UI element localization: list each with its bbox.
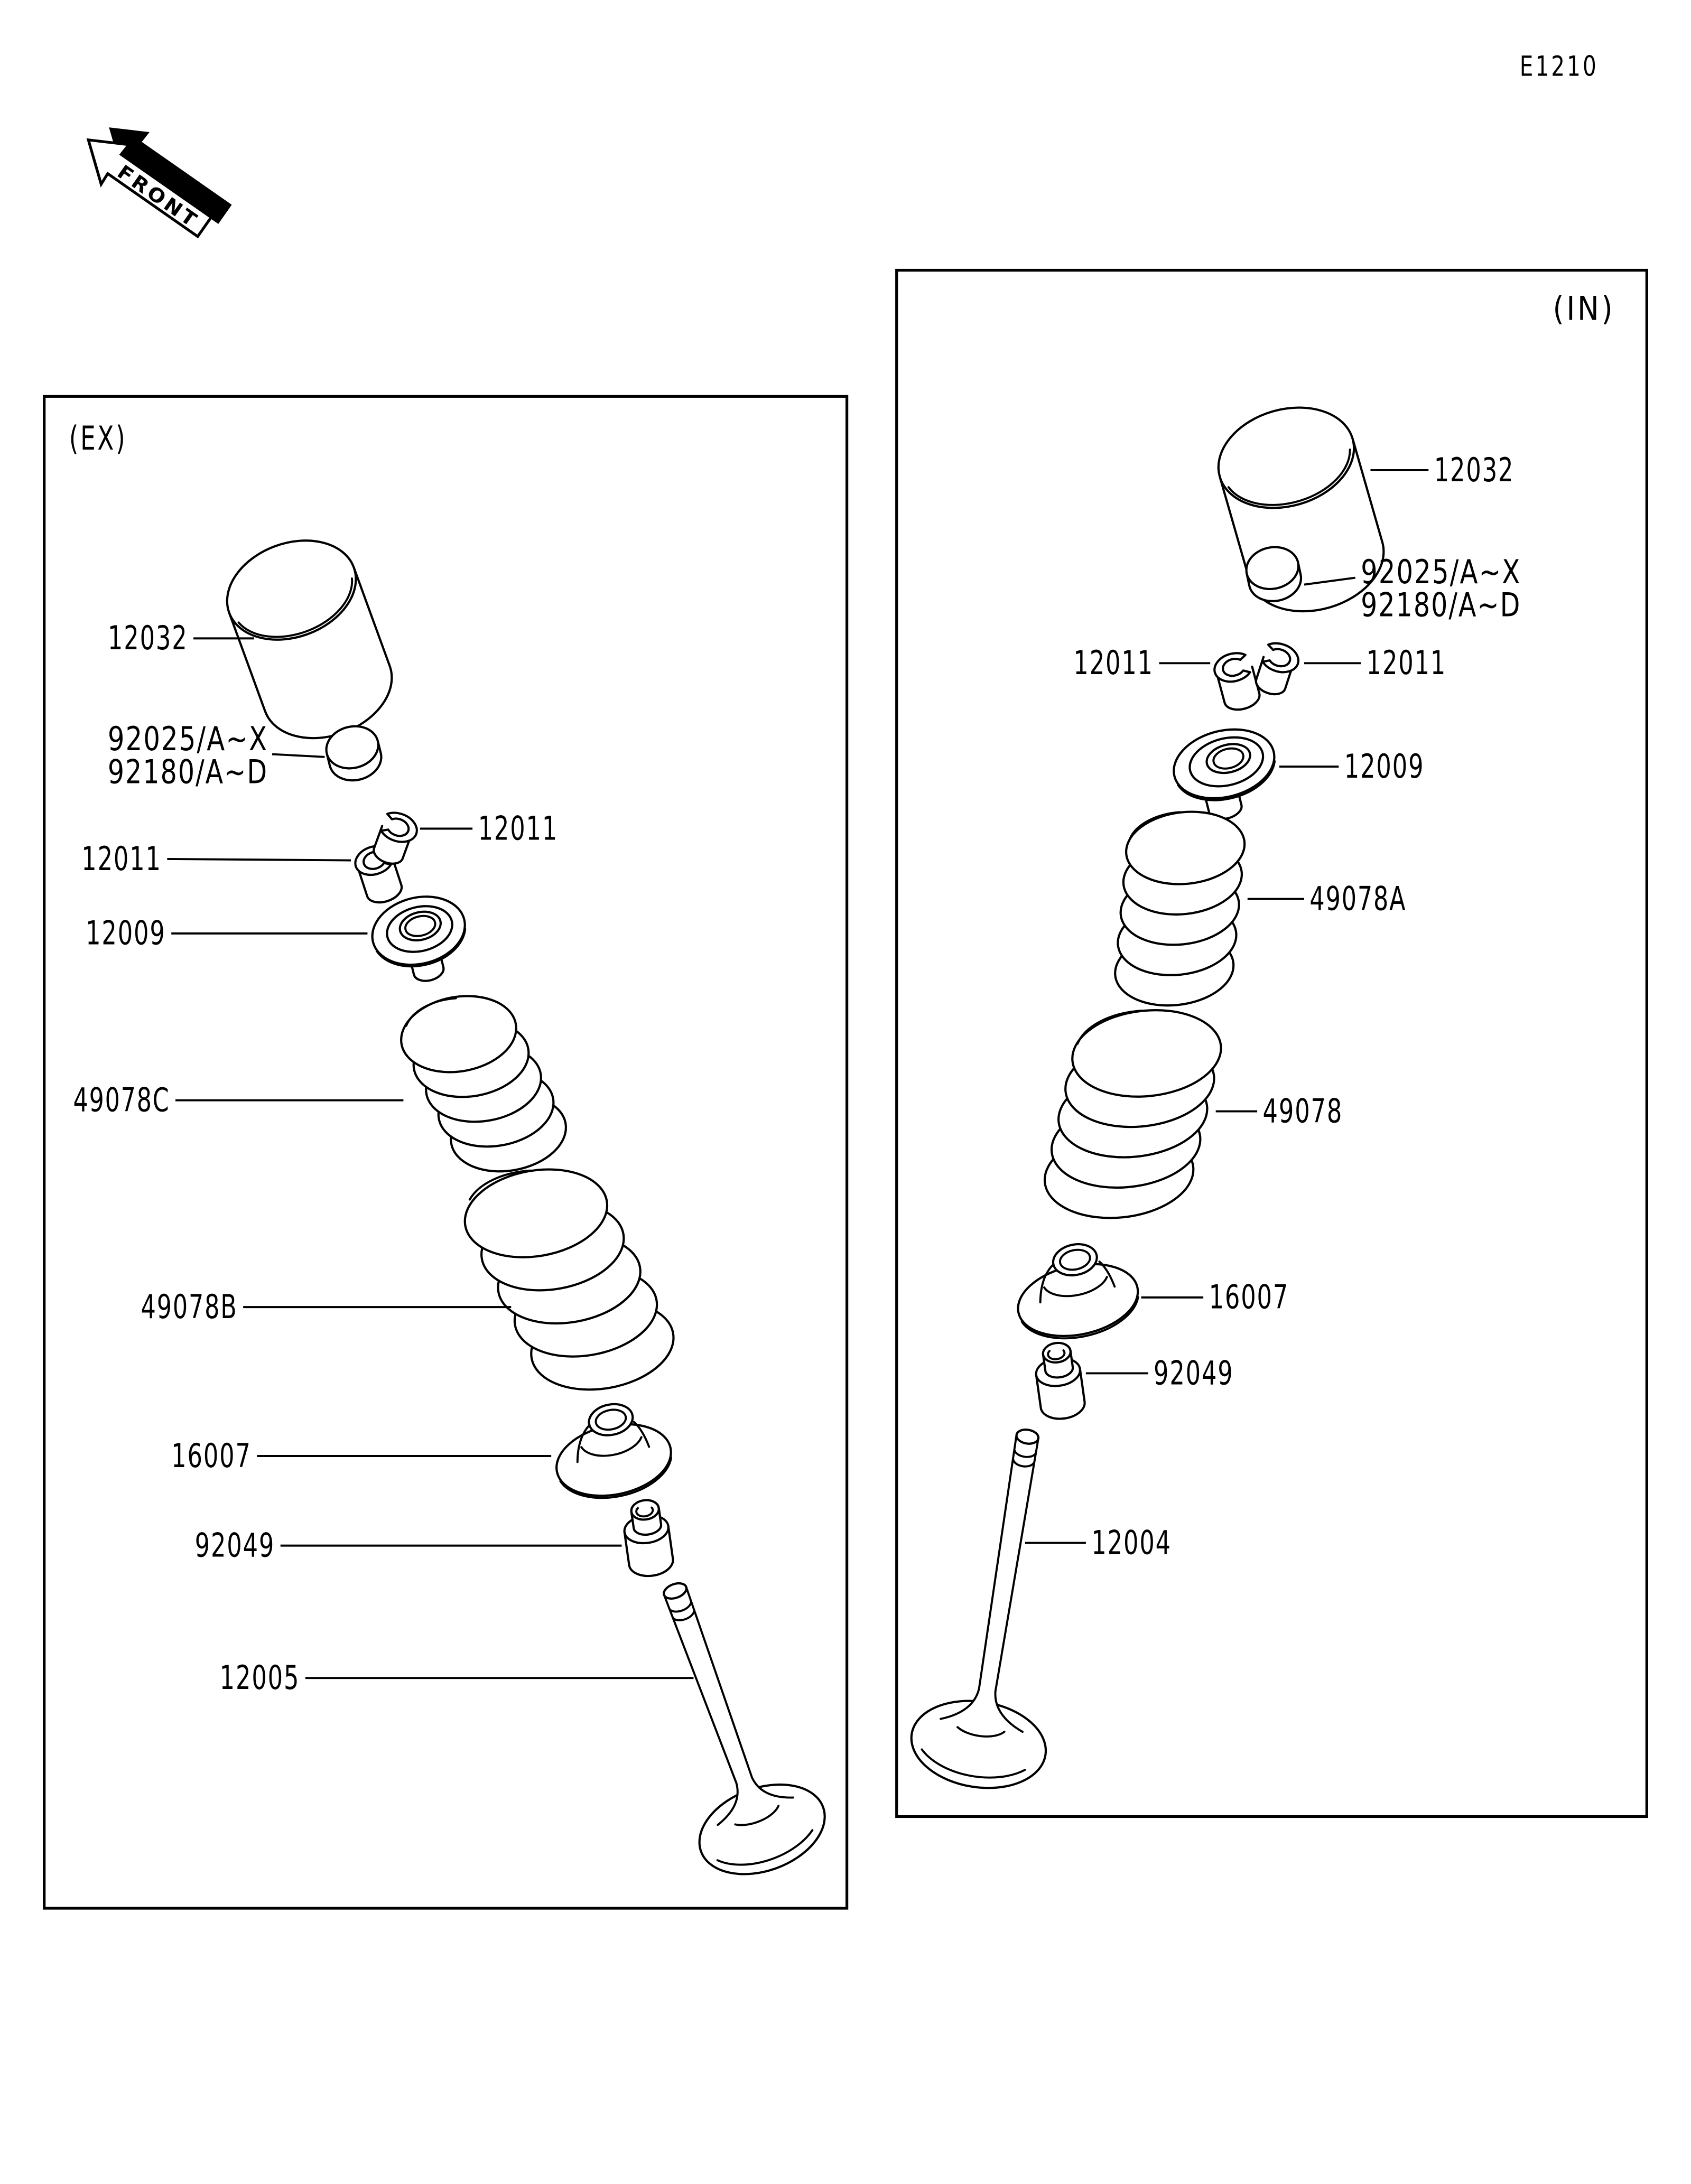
ex-spring-retainer-label: 12009 bbox=[86, 914, 166, 953]
in-outer-spring-label: 49078 bbox=[1263, 1091, 1343, 1130]
in-panel: (IN) 12032 92025/A~X 92180/A~D 12011 12 bbox=[895, 268, 1648, 1818]
in-shim-leader bbox=[1304, 576, 1355, 586]
diagram-code: E1210 bbox=[1520, 51, 1599, 83]
ex-stem-seal-drawing bbox=[623, 1499, 674, 1578]
ex-tappet-label: 12032 bbox=[108, 619, 188, 657]
ex-stem-seal-label: 92049 bbox=[195, 1526, 275, 1565]
in-cotter-left-drawing bbox=[1213, 652, 1261, 711]
ex-panel-box bbox=[43, 395, 849, 1910]
in-shim-label-line1: 92025/A~X bbox=[1361, 553, 1521, 591]
ex-outer-spring-drawing bbox=[463, 1168, 675, 1391]
ex-shim-drawing bbox=[325, 725, 383, 782]
in-tappet-label: 12032 bbox=[1434, 451, 1515, 489]
in-stem-seal-drawing bbox=[1035, 1341, 1086, 1420]
in-panel-box bbox=[895, 268, 1648, 1818]
in-spring-retainer-label: 12009 bbox=[1344, 747, 1425, 786]
in-shim-drawing bbox=[1245, 546, 1303, 602]
in-spring-seat-label: 16007 bbox=[1209, 1278, 1289, 1317]
ex-shim-leader bbox=[272, 753, 325, 758]
ex-spring-seat-drawing bbox=[555, 1403, 673, 1499]
ex-shim-label-line2: 92180/A~D bbox=[108, 752, 268, 791]
in-cotter-right-label: 12011 bbox=[1367, 643, 1447, 682]
in-inner-spring-label: 49078A bbox=[1309, 880, 1406, 918]
ex-spring-retainer-drawing bbox=[371, 895, 467, 982]
in-shim-label-line2: 92180/A~D bbox=[1361, 586, 1521, 624]
front-arrow-face bbox=[86, 138, 213, 239]
front-arrow-depth bbox=[109, 127, 232, 224]
ex-cotter-left-drawing bbox=[354, 845, 403, 904]
ex-cotter-left-leader bbox=[167, 857, 351, 862]
in-panel-title: (IN) bbox=[1553, 290, 1615, 328]
in-valve-drawing bbox=[910, 1429, 1047, 1789]
ex-spring-seat-label: 16007 bbox=[171, 1436, 252, 1475]
ex-shim-label-line1: 92025/A~X bbox=[108, 720, 268, 758]
ex-valve-drawing bbox=[663, 1582, 826, 1875]
in-cotter-left-label: 12011 bbox=[1073, 643, 1154, 682]
in-valve-label: 12004 bbox=[1091, 1523, 1172, 1562]
ex-outer-spring-label: 49078B bbox=[141, 1287, 238, 1326]
in-spring-retainer-drawing bbox=[1173, 728, 1276, 820]
front-arrow-icon: FRONT bbox=[86, 127, 232, 239]
in-stem-seal-label: 92049 bbox=[1154, 1354, 1234, 1392]
in-spring-seat-drawing bbox=[1017, 1243, 1139, 1340]
ex-inner-spring-drawing bbox=[400, 995, 568, 1173]
ex-cotter-right-drawing bbox=[373, 811, 418, 865]
in-inner-spring-drawing bbox=[1114, 810, 1246, 1007]
ex-inner-spring-label: 49078C bbox=[73, 1081, 170, 1119]
in-outer-spring-drawing bbox=[1043, 1009, 1222, 1219]
ex-panel-title: (EX) bbox=[69, 419, 127, 458]
ex-cotter-left-label: 12011 bbox=[81, 839, 162, 878]
in-cotter-right-drawing bbox=[1255, 642, 1300, 696]
ex-valve-label: 12005 bbox=[220, 1658, 300, 1697]
ex-tappet-drawing bbox=[226, 539, 393, 740]
ex-cotter-right-label: 12011 bbox=[478, 809, 559, 847]
ex-panel: (EX) 12032 92025/A~X 92180/A~D 12011 12 bbox=[43, 395, 849, 1910]
